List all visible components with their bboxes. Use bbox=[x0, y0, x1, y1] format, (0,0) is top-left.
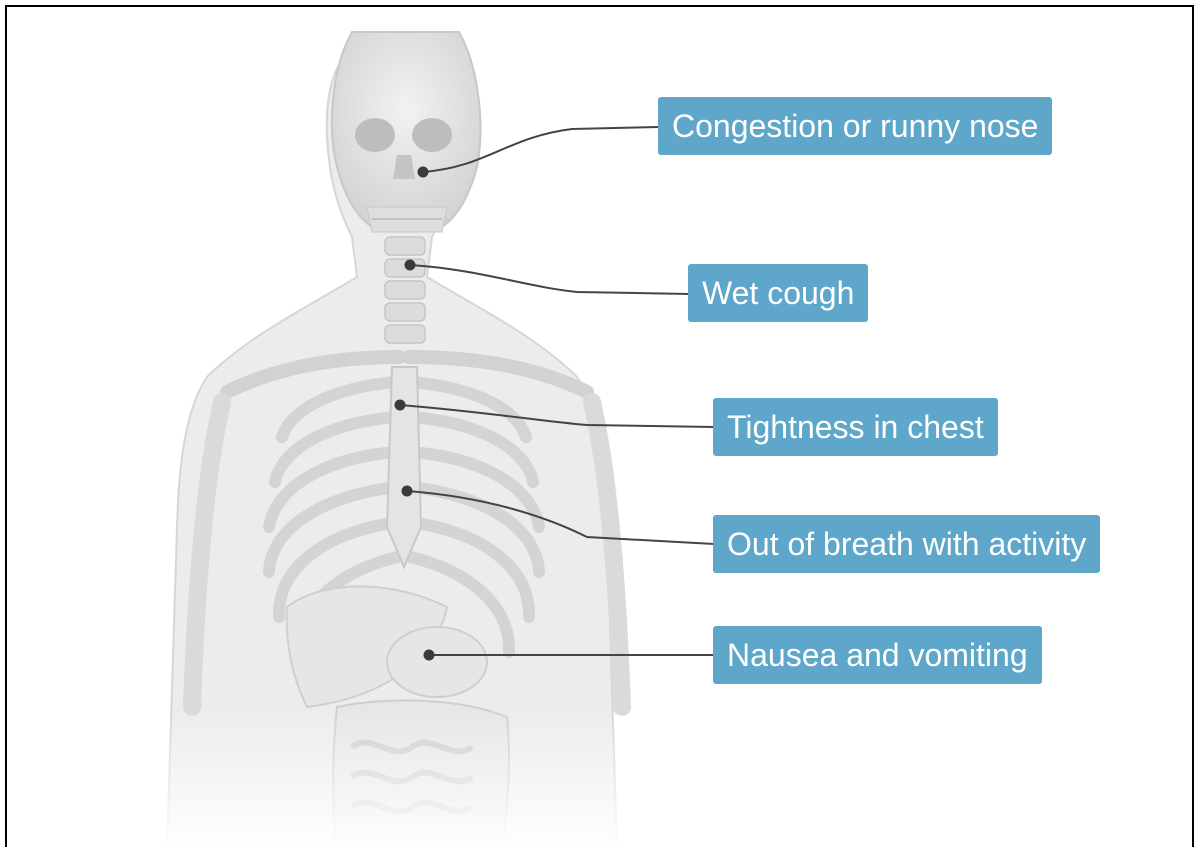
anchor-dot-throat bbox=[405, 260, 416, 271]
anchor-dot-nose bbox=[418, 167, 429, 178]
callout-congestion-or-runny-nose: Congestion or runny nose bbox=[658, 97, 1052, 155]
sternum bbox=[387, 367, 421, 567]
diagram-frame: Congestion or runny nose Wet cough Tight… bbox=[5, 5, 1194, 847]
leader-line-wet-cough bbox=[410, 265, 689, 294]
callout-text: Out of breath with activity bbox=[727, 526, 1086, 563]
callout-text: Nausea and vomiting bbox=[727, 637, 1028, 674]
bottom-fade bbox=[7, 707, 1194, 847]
anchor-dot-stomach bbox=[424, 650, 435, 661]
callout-text: Tightness in chest bbox=[727, 409, 984, 446]
callout-nausea-and-vomiting: Nausea and vomiting bbox=[713, 626, 1042, 684]
callout-out-of-breath-with-activity: Out of breath with activity bbox=[713, 515, 1100, 573]
skull bbox=[332, 32, 480, 232]
callout-wet-cough: Wet cough bbox=[688, 264, 868, 322]
callout-text: Wet cough bbox=[702, 275, 854, 312]
cervical-spine bbox=[385, 237, 425, 343]
anchor-dot-lower-chest bbox=[402, 486, 413, 497]
callout-tightness-in-chest: Tightness in chest bbox=[713, 398, 998, 456]
anchor-dot-upper-chest bbox=[395, 400, 406, 411]
callout-text: Congestion or runny nose bbox=[672, 108, 1038, 145]
